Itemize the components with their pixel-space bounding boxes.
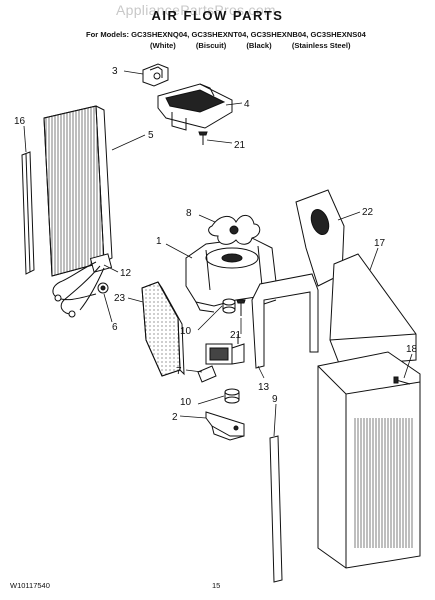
callout-5: 5 bbox=[148, 130, 154, 141]
part-17-flow-cover bbox=[329, 253, 417, 367]
callout-10-lower: 10 bbox=[180, 397, 192, 408]
callout-8: 8 bbox=[186, 208, 192, 219]
variant-black: (Black) bbox=[246, 41, 272, 50]
callout-12: 12 bbox=[120, 268, 132, 279]
part-22-duct bbox=[295, 189, 345, 287]
part-1-fan-housing bbox=[185, 237, 277, 313]
part-12-wire-harness bbox=[52, 253, 113, 318]
part-3-damper-motor bbox=[142, 63, 169, 87]
part-10-grommet-lower bbox=[224, 388, 240, 404]
part-23-foam-seal bbox=[141, 281, 185, 377]
part-2-motor-bracket bbox=[205, 411, 245, 441]
part-13-seal bbox=[251, 273, 319, 369]
callout-16: 16 bbox=[14, 116, 26, 127]
part-21-screw-lower bbox=[236, 299, 246, 316]
models-line: For Models: GC3SHEXNQ04, GC3SHEXNT04, GC… bbox=[86, 30, 366, 39]
watermark: AppliancePartsPros.com bbox=[116, 2, 276, 18]
callout-7: 7 bbox=[176, 366, 182, 377]
part-7-fan-motor bbox=[197, 334, 245, 383]
doc-number: W10117540 bbox=[10, 581, 50, 590]
callout-2: 2 bbox=[172, 412, 178, 423]
callout-1: 1 bbox=[156, 236, 162, 247]
part-11-grommet bbox=[222, 298, 236, 314]
part-5-evaporator-cover bbox=[43, 105, 113, 277]
callout-9: 9 bbox=[272, 394, 278, 405]
variant-stainless: (Stainless Steel) bbox=[291, 41, 351, 50]
variant-white: (White) bbox=[150, 41, 176, 50]
callout-13: 13 bbox=[258, 382, 270, 393]
variant-biscuit: (Biscuit) bbox=[195, 41, 227, 50]
page-title: AIR FLOW PARTS bbox=[151, 8, 284, 23]
color-variants: (White) (Biscuit) (Black) (Stainless Ste… bbox=[150, 41, 368, 50]
callout-23: 23 bbox=[114, 293, 126, 304]
callout-18: 18 bbox=[406, 344, 418, 355]
part-18-screw bbox=[393, 376, 411, 385]
callouts: 3 4 21 5 16 8 1 12 23 6 10 21 7 10 2 13 … bbox=[14, 66, 418, 423]
part-17-lower-panel bbox=[317, 351, 421, 569]
callout-21-top: 21 bbox=[234, 140, 246, 151]
callout-4: 4 bbox=[244, 99, 250, 110]
callout-3: 3 bbox=[112, 66, 118, 77]
part-21-screw-top bbox=[198, 131, 208, 145]
callout-21-lower: 21 bbox=[230, 330, 242, 341]
callout-22: 22 bbox=[362, 207, 374, 218]
callout-6: 6 bbox=[112, 322, 118, 333]
callout-10-upper: 10 bbox=[180, 326, 192, 337]
leader-lines bbox=[23, 70, 413, 437]
part-16-gasket-strip bbox=[21, 151, 35, 275]
part-4-damper-housing bbox=[157, 83, 233, 131]
page-number: 15 bbox=[212, 581, 221, 590]
part-6-thermistor bbox=[97, 282, 109, 294]
part-9-strip bbox=[269, 435, 283, 583]
callout-17: 17 bbox=[374, 238, 386, 249]
part-8-fan-blade bbox=[208, 215, 261, 245]
